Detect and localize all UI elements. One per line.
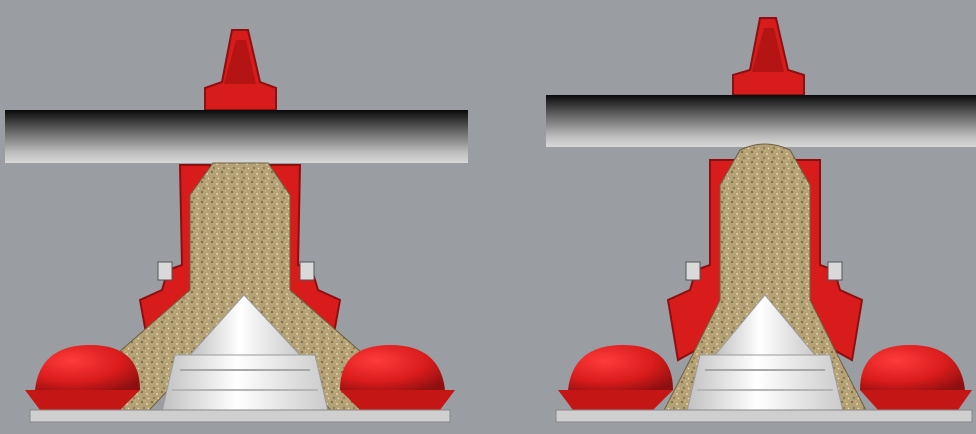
side-domes bbox=[558, 345, 972, 410]
right-panel bbox=[546, 17, 976, 423]
base-plate bbox=[29, 409, 451, 423]
side-domes bbox=[25, 345, 455, 410]
base-plate bbox=[555, 409, 973, 423]
spreader-cone bbox=[684, 294, 846, 421]
top-nozzle-icon bbox=[732, 17, 805, 96]
horizontal-bar bbox=[5, 110, 468, 163]
grain-flow bbox=[659, 143, 871, 421]
left-panel bbox=[5, 29, 468, 423]
top-nozzle-icon bbox=[204, 29, 277, 111]
horizontal-bar bbox=[546, 95, 976, 147]
